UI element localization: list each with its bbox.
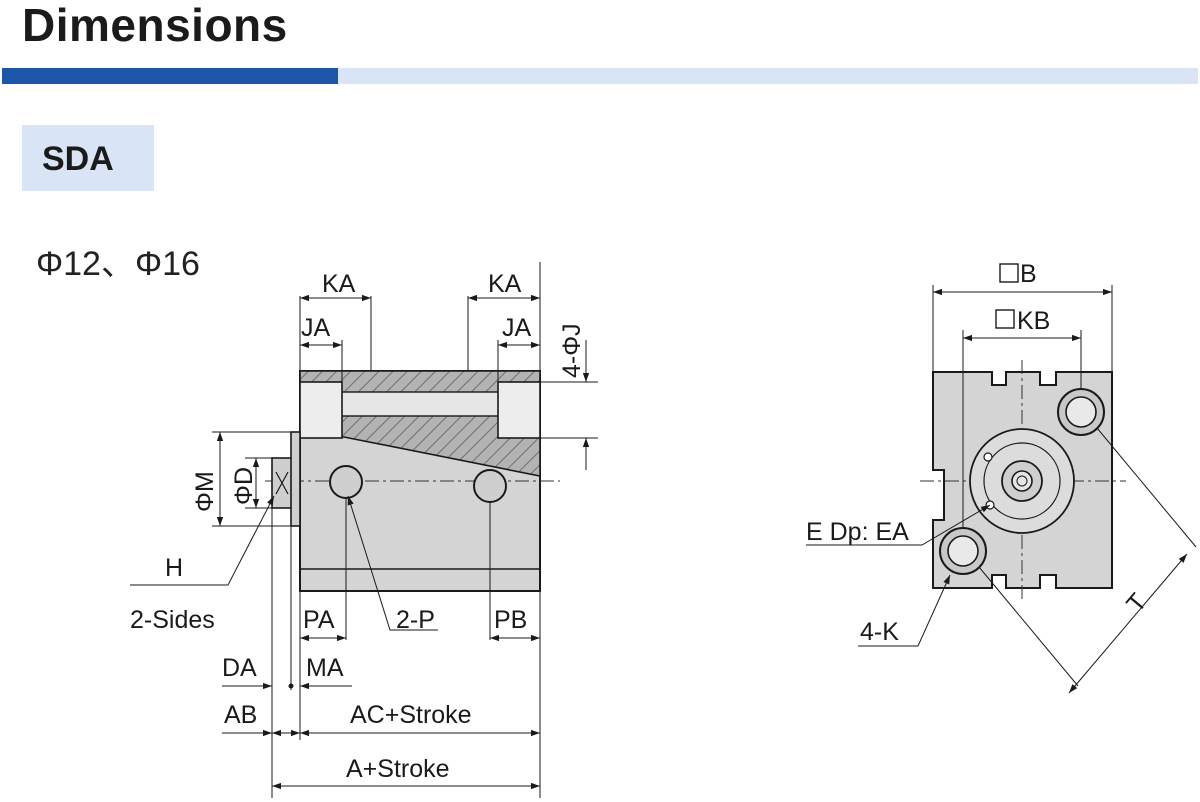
dim-ka-right: KA xyxy=(488,270,522,298)
title-underline-accent xyxy=(2,68,338,84)
side-view: KA KA JA JA 4-ΦJ ΦM ΦD H 2-Sides xyxy=(130,262,598,798)
dim-ka-left: KA xyxy=(322,270,356,298)
counterbore-right xyxy=(497,381,541,439)
dim-pa: PA xyxy=(303,606,335,634)
front-view: B KB E Dp: EA 4-K T xyxy=(806,260,1197,694)
bore-size-label: Φ12、Φ16 xyxy=(36,245,200,283)
dim-pb: PB xyxy=(494,606,527,634)
dim-a-stroke: A+Stroke xyxy=(346,755,450,783)
model-tab: SDA xyxy=(22,125,154,191)
dim-ja-left: JA xyxy=(301,314,331,342)
dim-phi-m: ΦM xyxy=(191,471,219,512)
label-e-dp-ea: E Dp: EA xyxy=(806,518,909,546)
title-underline xyxy=(2,68,1198,84)
dim-ja-right: JA xyxy=(502,314,532,342)
dim-t: T xyxy=(1121,588,1152,618)
dim-kb: KB xyxy=(1017,307,1050,335)
dim-phi-d: ΦD xyxy=(230,467,258,505)
dim-4-phi-j: 4-ΦJ xyxy=(558,323,586,378)
piston-rod-end xyxy=(290,431,301,527)
label-2-sides: 2-Sides xyxy=(130,606,215,634)
port-right xyxy=(473,469,507,503)
dim-ac-stroke: AC+Stroke xyxy=(350,701,472,729)
dim-ma: MA xyxy=(306,654,344,682)
model-tab-label: SDA xyxy=(42,140,114,178)
page-title: Dimensions xyxy=(22,0,288,51)
dim-da: DA xyxy=(222,654,257,682)
label-h: H xyxy=(165,554,183,582)
label-4-k: 4-K xyxy=(860,618,899,646)
label-2-p: 2-P xyxy=(396,606,435,634)
port-left xyxy=(329,465,363,499)
counterbore-left xyxy=(299,381,343,439)
title-underline-track xyxy=(338,68,1198,84)
dim-ab: AB xyxy=(224,701,257,729)
dim-b: B xyxy=(1020,260,1037,288)
